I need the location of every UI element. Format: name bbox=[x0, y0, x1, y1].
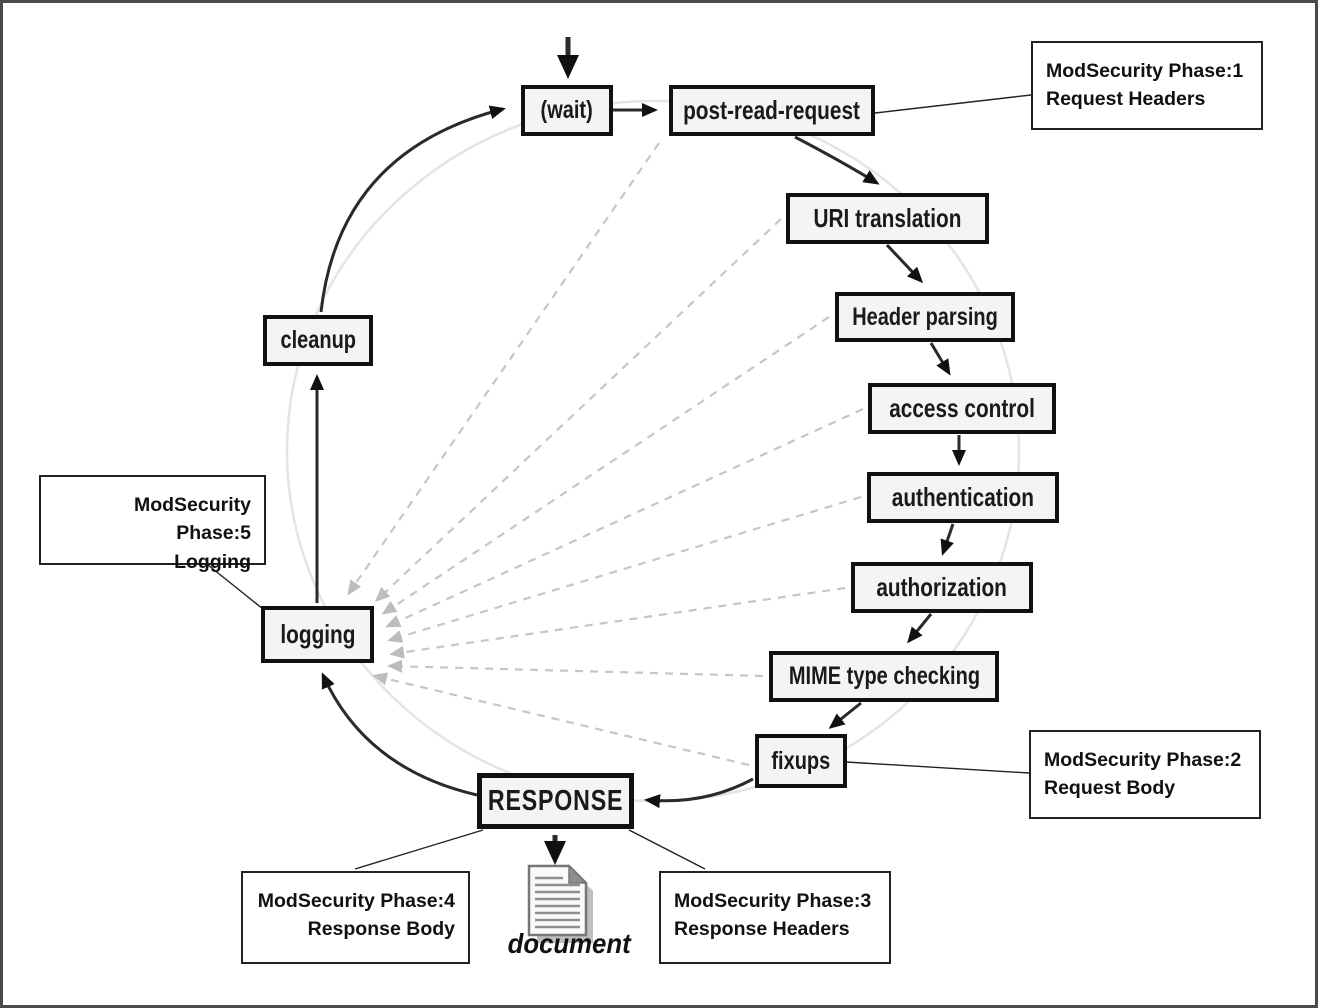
node-fixups: fixups bbox=[755, 734, 847, 788]
document-icon bbox=[527, 864, 593, 943]
arrow-cleanup-to-wait bbox=[319, 105, 506, 313]
dashed-post-read-request-to-logging bbox=[347, 142, 660, 596]
connector-phase1 bbox=[874, 94, 1032, 114]
document-label: document bbox=[507, 928, 631, 959]
node-logging: logging bbox=[261, 606, 374, 663]
arrow-authorization-to-mime bbox=[907, 613, 933, 644]
callout-phase3-line2: Response Headers bbox=[674, 918, 850, 941]
node-response: RESPONSE bbox=[477, 773, 634, 829]
callout-phase4: ModSecurity Phase:4 Response Body bbox=[241, 871, 470, 964]
arrow-mime-to-fixups bbox=[828, 701, 862, 729]
node-authorization-label: authorization bbox=[876, 572, 1008, 602]
arrow-authentication-to-authorization bbox=[940, 523, 955, 556]
node-cleanup: cleanup bbox=[263, 315, 373, 366]
arrow-uri-translation-to-header-parsing bbox=[885, 243, 924, 284]
dashed-header-parsing-to-logging bbox=[381, 316, 830, 615]
node-response-label: RESPONSE bbox=[487, 784, 624, 817]
callout-phase1: ModSecurity Phase:1 Request Headers bbox=[1031, 41, 1263, 130]
cycle-arrows bbox=[310, 37, 966, 865]
callout-connectors bbox=[207, 94, 1032, 870]
node-uri-translation-label: URI translation bbox=[813, 203, 962, 233]
node-header-parsing-label: Header parsing bbox=[852, 302, 998, 331]
callout-phase3-line1: ModSecurity Phase:3 bbox=[674, 890, 872, 912]
connector-phase3 bbox=[628, 829, 706, 870]
connector-phase4 bbox=[354, 829, 484, 870]
dashed-access-control-to-logging bbox=[385, 407, 864, 628]
arrow-response-to-logging bbox=[321, 672, 478, 797]
node-authentication: authentication bbox=[867, 472, 1059, 523]
node-logging-label: logging bbox=[279, 619, 356, 649]
node-mime-type-checking: MIME type checking bbox=[769, 651, 999, 702]
node-uri-translation: URI translation bbox=[786, 193, 989, 244]
callout-phase1-line2: Request Headers bbox=[1046, 88, 1206, 111]
callout-phase4-line1: ModSecurity Phase:4 bbox=[257, 890, 455, 912]
callout-phase3: ModSecurity Phase:3 Response Headers bbox=[659, 871, 891, 964]
connector-phase2 bbox=[845, 761, 1030, 774]
node-access-control: access control bbox=[868, 383, 1056, 434]
dashed-authorization-to-logging bbox=[389, 586, 846, 659]
dashed-uri-translation-to-logging bbox=[374, 218, 782, 603]
dashed-logging-links bbox=[347, 142, 864, 767]
node-cleanup-label: cleanup bbox=[280, 326, 356, 354]
callout-phase1-line1: ModSecurity Phase:1 bbox=[1046, 60, 1244, 82]
callout-phase2-line2: Request Body bbox=[1044, 777, 1176, 800]
connector-layer bbox=[207, 37, 1032, 943]
node-access-control-label: access control bbox=[889, 393, 1035, 423]
arrow-header-parsing-to-access-control bbox=[929, 342, 951, 376]
node-wait-label: (wait) bbox=[540, 96, 594, 124]
dashed-authentication-to-logging bbox=[387, 495, 862, 643]
callout-phase2: ModSecurity Phase:2 Request Body bbox=[1029, 730, 1261, 819]
node-wait: (wait) bbox=[521, 85, 613, 136]
node-authorization: authorization bbox=[851, 562, 1033, 613]
callout-phase5-line2: Logging bbox=[174, 550, 251, 573]
dashed-mime-type-checking-to-logging bbox=[387, 659, 764, 678]
dashed-fixups-to-logging bbox=[372, 672, 750, 767]
node-fixups-label: fixups bbox=[771, 746, 831, 775]
callout-phase2-line1: ModSecurity Phase:2 bbox=[1044, 749, 1242, 771]
node-header-parsing: Header parsing bbox=[835, 292, 1015, 342]
callout-phase5-line1: ModSecurity Phase:5 bbox=[133, 494, 251, 545]
connector-phase5 bbox=[207, 564, 264, 610]
node-authentication-label: authentication bbox=[891, 482, 1035, 512]
arrow-post-read-request-to-uri-translation bbox=[794, 135, 880, 185]
node-mime-type-checking-label: MIME type checking bbox=[788, 662, 980, 690]
callout-phase5: ModSecurity Phase:5 Logging bbox=[39, 475, 266, 573]
callout-phase4-line2: Response Body bbox=[307, 918, 455, 941]
node-post-read-request-label: post-read-request bbox=[683, 95, 861, 125]
arrow-fixups-to-response bbox=[644, 777, 754, 809]
node-post-read-request: post-read-request bbox=[669, 85, 875, 136]
